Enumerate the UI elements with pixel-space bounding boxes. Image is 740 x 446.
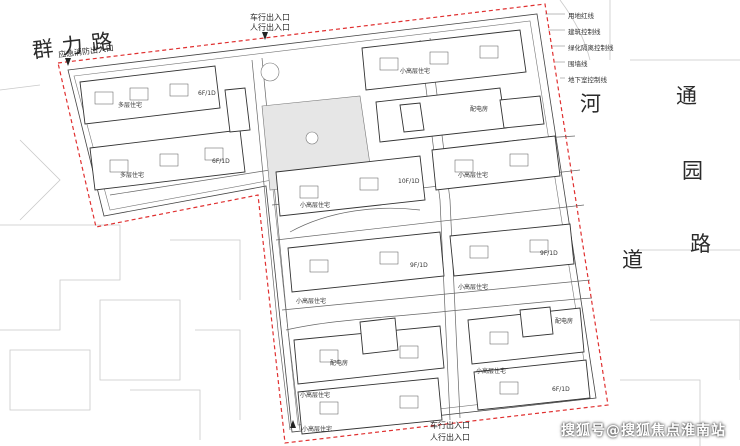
- building-outline: [431, 135, 561, 191]
- legend-building-control-line: 建筑控制线: [568, 28, 601, 36]
- substation-label: 配电房: [555, 318, 574, 325]
- top-vehicle-entrance-label: 车行出入口: [250, 13, 290, 22]
- road-name-tong: 通: [676, 84, 698, 108]
- bottom-entrance-arrow: [290, 420, 296, 428]
- building-floors-label: 10F/1D: [398, 178, 420, 185]
- building-outline: [449, 223, 575, 277]
- building-outline: [275, 155, 426, 217]
- road-name-river: 河: [580, 92, 602, 116]
- road-name-lu: 路: [690, 232, 712, 256]
- building-control-line: [67, 13, 597, 433]
- legend-wall-line: 围墙线: [568, 60, 588, 68]
- building-floors-label: 6F/1D: [552, 386, 570, 393]
- bottom-pedestrian-entrance-label: 人行出入口: [430, 433, 470, 442]
- building-outline: [519, 306, 554, 338]
- top-pedestrian-entrance-label: 人行出入口: [250, 23, 290, 32]
- legend-leaders: [545, 13, 565, 79]
- substation-label: 配电房: [470, 106, 489, 113]
- building-floors-label: 6F/1D: [198, 90, 216, 97]
- unit-details: [94, 45, 549, 415]
- building-outline: [375, 87, 507, 143]
- building-label: 小高层住宅: [476, 368, 507, 375]
- building-outline: [499, 95, 545, 129]
- building-label: 多层住宅: [120, 172, 145, 179]
- building-outline: [79, 65, 221, 125]
- building-outline: [224, 87, 251, 133]
- legend-site-redline: 用地红线: [568, 12, 594, 20]
- legend-green-isolation-line: 绿化隔离控制线: [568, 44, 614, 52]
- wall-line: [73, 20, 590, 426]
- building-footprints: [79, 29, 591, 435]
- building-label: 小高层住宅: [300, 202, 331, 209]
- building-label: 小高层住宅: [400, 68, 431, 75]
- building-outline: [361, 29, 527, 91]
- entry-circle: [260, 62, 280, 82]
- building-outline: [473, 359, 591, 411]
- emergency-entrance-arrow: [65, 58, 71, 66]
- building-floors-label: 9F/1D: [410, 262, 428, 269]
- building-label: 小高层住宅: [458, 284, 489, 291]
- site-boundary-line: [57, 3, 609, 444]
- building-outline: [399, 102, 425, 133]
- building-outline: [297, 377, 443, 435]
- entrance-arrows: [65, 32, 296, 428]
- building-floors-label: 9F/1D: [540, 250, 558, 257]
- building-label: 小高层住宅: [458, 172, 489, 179]
- plaza-fountain: [305, 131, 319, 145]
- building-label: 小高层住宅: [300, 392, 331, 399]
- building-label: 多层住宅: [118, 102, 143, 109]
- building-floors-label: 6F/1D: [212, 158, 230, 165]
- building-label: 小高层住宅: [302, 426, 333, 433]
- building-outline: [359, 317, 399, 355]
- legend-basement-control-line: 地下室控制线: [568, 76, 607, 84]
- road-name-yuan: 园: [682, 159, 704, 183]
- watermark-text: 搜狐号@搜狐焦点淮南站: [561, 423, 726, 439]
- road-name-dao: 道: [622, 248, 644, 272]
- bottom-vehicle-entrance-label: 车行出入口: [430, 421, 470, 430]
- top-entrance-arrow: [262, 32, 268, 40]
- building-outline: [89, 129, 246, 191]
- substation-label: 配电房: [330, 360, 349, 367]
- building-outline: [287, 231, 445, 293]
- building-label: 小高层住宅: [296, 298, 327, 305]
